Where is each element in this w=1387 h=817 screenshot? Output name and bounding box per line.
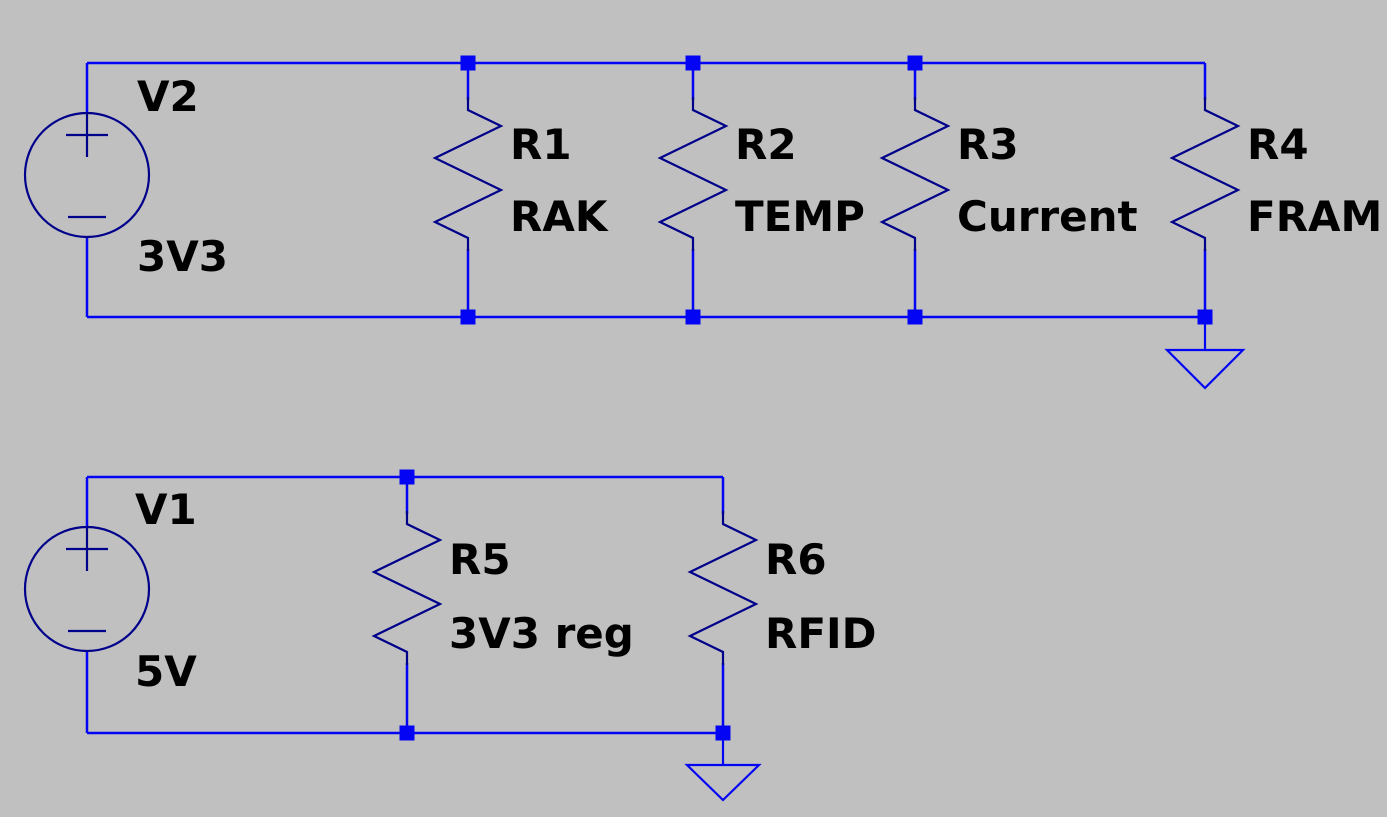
r4-designator-label[interactable]: R4: [1247, 120, 1309, 169]
r2-designator-label[interactable]: R2: [735, 120, 797, 169]
r6-value-label[interactable]: RFID: [765, 609, 877, 658]
circuit-5v-rail: V1 5V R5 3V3 reg R6 RFID: [23, 469, 877, 802]
r6-designator-label[interactable]: R6: [765, 535, 827, 584]
voltage-source-v2[interactable]: V2 3V3: [23, 72, 228, 281]
r3-zigzag: [879, 97, 951, 251]
resistor-r3[interactable]: R3 Current: [879, 97, 1138, 251]
circuit-3v3-rail: V2 3V3 R1 RAK R2 TEMP R3 Current R4 FRAM: [23, 55, 1382, 390]
r5-value-label[interactable]: 3V3 reg: [449, 609, 634, 658]
ground-triangle-icon: [684, 763, 762, 802]
v1-circle: [23, 525, 151, 653]
v2-designator-label[interactable]: V2: [137, 72, 199, 121]
r3-value-label[interactable]: Current: [957, 192, 1138, 241]
r1-zigzag: [432, 97, 504, 251]
v1-value-label[interactable]: 5V: [135, 647, 197, 696]
plus-icon: [66, 528, 108, 571]
r4-zigzag: [1169, 97, 1241, 251]
resistor-r1[interactable]: R1 RAK: [432, 97, 609, 251]
r3-designator-label[interactable]: R3: [957, 120, 1019, 169]
junction-node: [907, 309, 923, 325]
ground-triangle-icon: [1164, 348, 1246, 390]
r5-zigzag: [371, 511, 443, 665]
resistor-r2[interactable]: R2 TEMP: [657, 97, 865, 251]
junction-node: [907, 55, 923, 71]
junction-node: [460, 309, 476, 325]
r4-value-label[interactable]: FRAM: [1247, 192, 1382, 241]
r5-designator-label[interactable]: R5: [449, 535, 511, 584]
resistor-r6[interactable]: R6 RFID: [687, 511, 877, 665]
junction-node: [399, 725, 415, 741]
ground-symbol-5v[interactable]: [684, 733, 762, 802]
voltage-source-v1[interactable]: V1 5V: [23, 485, 197, 696]
junction-node: [685, 55, 701, 71]
r1-designator-label[interactable]: R1: [510, 120, 572, 169]
plus-icon: [66, 114, 108, 157]
ground-symbol-3v3[interactable]: [1164, 317, 1246, 390]
resistor-r5[interactable]: R5 3V3 reg: [371, 511, 634, 665]
resistor-r4[interactable]: R4 FRAM: [1169, 97, 1382, 251]
v1-designator-label[interactable]: V1: [135, 485, 197, 534]
junction-node: [399, 469, 415, 485]
junction-node: [460, 55, 476, 71]
r1-value-label[interactable]: RAK: [510, 192, 609, 241]
junction-node: [685, 309, 701, 325]
v2-value-label[interactable]: 3V3: [137, 232, 228, 281]
r6-zigzag: [687, 511, 759, 665]
r2-value-label[interactable]: TEMP: [735, 192, 865, 241]
v2-circle: [23, 111, 151, 239]
r2-zigzag: [657, 97, 729, 251]
